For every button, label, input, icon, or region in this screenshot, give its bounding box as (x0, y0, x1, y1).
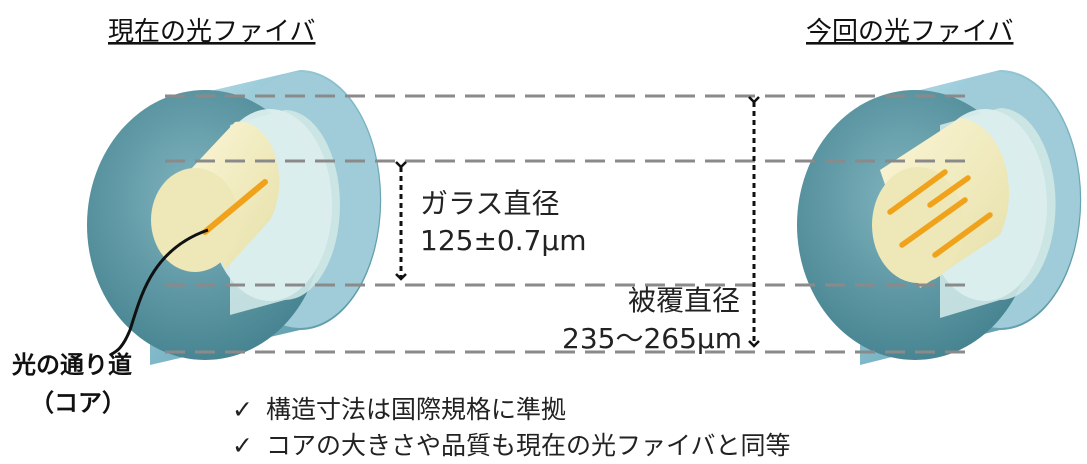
checklist-item-1-text: 構造寸法は国際規格に準拠 (266, 395, 566, 424)
left-glass-face (151, 168, 239, 272)
checklist-item-2-text: コアの大きさや品質も現在の光ファイバと同等 (266, 431, 791, 460)
glass-diameter-label: ガラス直径 (420, 187, 559, 220)
glass-diameter-value: 125±0.7μm (420, 224, 587, 257)
checklist-item-2-mark: ✓ (232, 431, 253, 460)
core-label-line2: （コア） (30, 389, 126, 417)
left-core (202, 179, 268, 235)
right-core-1 (887, 169, 948, 215)
right-fiber-heading: 今回の光ファイバ (806, 17, 1013, 47)
right-core-4 (932, 212, 993, 258)
left-fiber-illustration (87, 70, 382, 365)
checklist: ✓ 構造寸法は国際規格に準拠 ✓ コアの大きさや品質も現在の光ファイバと同等 (232, 395, 791, 460)
coating-diameter-label: 被覆直径 (628, 284, 740, 317)
coating-diameter-value: 235〜265μm (562, 322, 742, 355)
right-core-3 (899, 197, 968, 248)
checklist-item-1-mark: ✓ (232, 395, 253, 424)
right-glass-face (872, 167, 964, 283)
right-fiber-illustration (797, 70, 1082, 365)
core-pointer-line (109, 228, 209, 357)
left-fiber-heading: 現在の光ファイバ (108, 17, 315, 47)
right-core-2 (927, 175, 971, 208)
dimension-guide-lines (165, 94, 965, 354)
core-label-line1: 光の通り道 (11, 351, 132, 379)
